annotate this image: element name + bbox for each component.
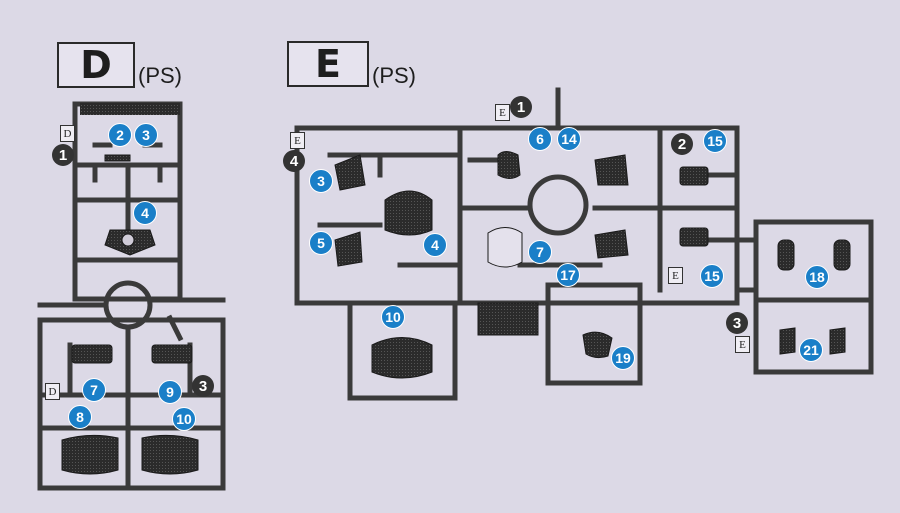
sheet-e-label: E (287, 41, 369, 87)
part-callout: 2 (108, 123, 132, 147)
sheet-e-material: (PS) (372, 63, 416, 88)
part-callout: 17 (556, 263, 580, 287)
gate-tag-letter: D (45, 383, 60, 400)
sheet-d-runner (37, 101, 226, 491)
sheet-d-parts (61, 154, 199, 475)
gate-tag-letter: E (668, 267, 683, 284)
part-callout: 3 (309, 169, 333, 193)
part-callout: 7 (528, 240, 552, 264)
part-callout: 4 (423, 233, 447, 257)
part-callout: 15 (703, 129, 727, 153)
gate-tag-letter: E (290, 132, 305, 149)
gate-tag-number: 1 (52, 144, 74, 166)
part-callout: 5 (309, 231, 333, 255)
part-callout: 9 (158, 380, 182, 404)
part-callout: 19 (611, 346, 635, 370)
sheet-e-runner (294, 87, 874, 401)
part-callout: 14 (557, 127, 581, 151)
part-callout: 8 (68, 405, 92, 429)
sheet-d-material: (PS) (138, 63, 182, 88)
part-callout: 21 (799, 338, 823, 362)
part-callout: 4 (133, 201, 157, 225)
part-callout: 7 (82, 378, 106, 402)
gate-tag-number: 4 (283, 150, 305, 172)
part-callout: 10 (172, 407, 196, 431)
part-callout: 3 (134, 123, 158, 147)
part-callout: 10 (381, 305, 405, 329)
part-callout: 6 (528, 127, 552, 151)
gate-tag-number: 2 (671, 133, 693, 155)
gate-tag-number: 1 (510, 96, 532, 118)
gate-tag-letter: E (735, 336, 750, 353)
gate-tag-number: 3 (726, 312, 748, 334)
sheet-e-parts (334, 151, 851, 379)
part-callout: 18 (805, 265, 829, 289)
gate-tag-letter: D (60, 125, 75, 142)
part-callout: 15 (700, 264, 724, 288)
gate-tag-number: 3 (192, 375, 214, 397)
gate-tag-letter: E (495, 104, 510, 121)
sheet-d-label: D (57, 42, 135, 88)
